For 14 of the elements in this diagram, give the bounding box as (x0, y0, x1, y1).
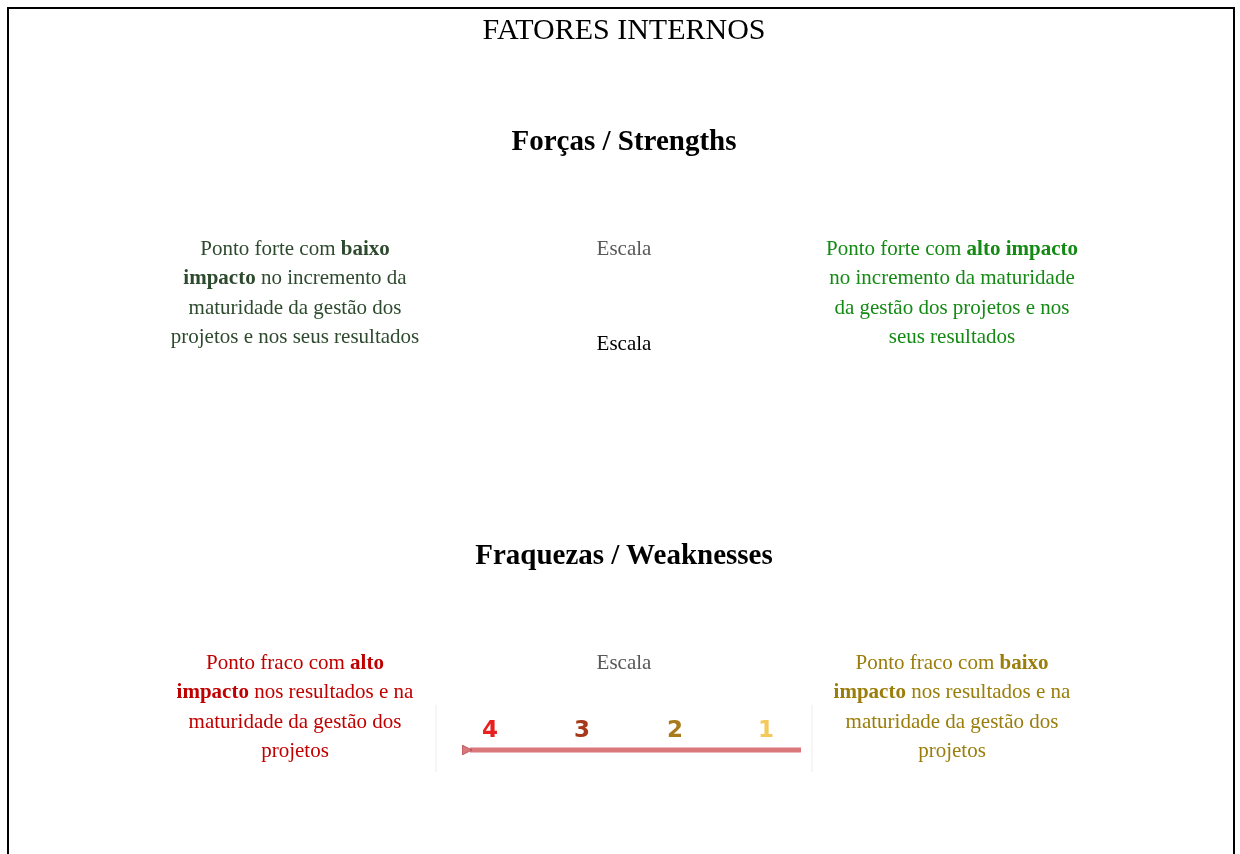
description-text: Ponto forte com baixo impacto no incremento da maturidade da gestão dos projetos e nos seus resultados (169, 235, 421, 351)
description-text: Ponto fraco com alto impacto nos resultados e na maturidade da gestão dos projetos (175, 649, 415, 765)
scale-label: Escala (595, 649, 653, 676)
scale-number: 3 (573, 715, 591, 744)
title: FATORES INTERNOS (482, 12, 766, 46)
section-heading: Fraquezas / Weaknesses (474, 537, 774, 572)
description-text: Ponto forte com alto impacto no incremento da maturidade da gestão dos projetos e nos seus resultados (825, 235, 1079, 351)
scale-label: Escala (595, 330, 653, 357)
scale-number: 4 (481, 715, 499, 744)
scale-label: Escala (595, 235, 653, 262)
scale-number: 1 (757, 715, 775, 744)
description-text: Ponto fraco com baixo impacto nos resultados e na maturidade da gestão dos projetos (832, 649, 1072, 765)
section-heading: Forças / Strengths (510, 123, 738, 158)
scale-number: 2 (666, 715, 684, 744)
